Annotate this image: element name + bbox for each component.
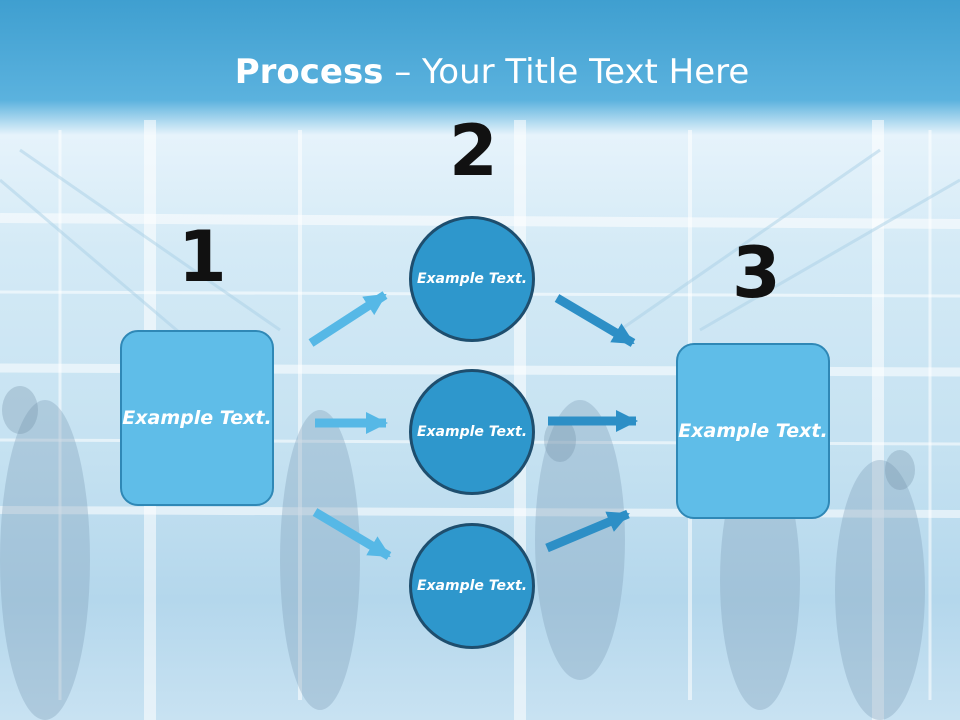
arrow-1-to-2-top [308,291,388,347]
step-3-number: 3 [732,232,781,314]
step-2-circle-top: Example Text. [409,216,535,342]
slide-title: Process – Your Title Text Here [0,52,960,92]
step-2-text-middle: Example Text. [416,423,528,440]
step-1-box: Example Text. [120,330,274,506]
step-3-box: Example Text. [676,343,830,519]
step-2-circle-bottom: Example Text. [409,523,535,649]
title-rest: – Your Title Text Here [383,52,750,92]
step-3-text: Example Text. [678,419,828,442]
step-1-text: Example Text. [122,406,272,429]
arrow-1-to-2-bottom [312,508,392,560]
arrow-2-bottom-to-3 [545,509,630,553]
step-2-number: 2 [449,110,498,192]
title-bold: Process [234,52,384,92]
step-2-text-bottom: Example Text. [416,577,528,594]
step-2-circle-middle: Example Text. [409,369,535,495]
step-2-text-top: Example Text. [416,270,528,287]
arrow-2-top-to-3 [554,294,636,347]
step-1-number: 1 [178,216,227,298]
